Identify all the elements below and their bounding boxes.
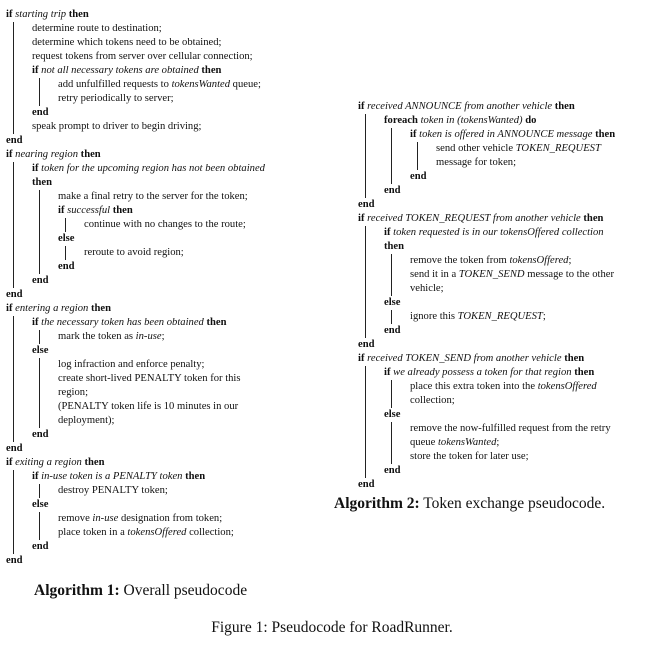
- code-block: if the necessary token has been obtained…: [13, 316, 326, 442]
- code-line: end: [32, 429, 49, 440]
- code-block: if token is offered in ANNOUNCE message …: [391, 128, 658, 184]
- code-block: make a final retry to the server for the…: [39, 190, 326, 274]
- code-line: determine which tokens need to be obtain…: [32, 37, 222, 48]
- code-line: else: [384, 409, 401, 420]
- figure-caption: Figure 1: Pseudocode for RoadRunner.: [211, 619, 453, 636]
- code-line: if token for the upcoming region has not…: [32, 163, 265, 174]
- code-line: mark the token as in-use;: [58, 331, 165, 342]
- code-line: if the necessary token has been obtained…: [32, 317, 227, 328]
- code-line: request tokens from server over cellular…: [32, 51, 253, 62]
- code-line: queue tokensWanted;: [410, 437, 500, 448]
- code-line: if we already possess a token for that r…: [384, 367, 595, 378]
- code-line: else: [32, 345, 49, 356]
- code-line: if received TOKEN_SEND from another vehi…: [358, 353, 585, 364]
- code-line: if received ANNOUNCE from another vehicl…: [358, 101, 575, 112]
- code-line: remove in-use designation from token;: [58, 513, 223, 524]
- code-line: then: [32, 177, 53, 188]
- code-line: end: [358, 199, 375, 210]
- code-line: end: [32, 107, 49, 118]
- code-line: determine route to destination;: [32, 23, 162, 34]
- code-line: place token in a tokensOffered collectio…: [58, 527, 234, 538]
- code-block: place this extra token into the tokensOf…: [391, 380, 658, 408]
- algorithm-2: if received ANNOUNCE from another vehicl…: [358, 100, 658, 492]
- code-block: remove the token from tokensOffered; sen…: [391, 254, 658, 296]
- code-line: make a final retry to the server for the…: [58, 191, 248, 202]
- code-block: mark the token as in-use;: [39, 330, 326, 344]
- code-line: create short-lived PENALTY token for thi…: [58, 373, 241, 384]
- code-block: foreach token in (tokensWanted) do if to…: [365, 114, 658, 198]
- code-line: end: [384, 325, 401, 336]
- code-line: end: [32, 275, 49, 286]
- code-line: place this extra token into the tokensOf…: [410, 381, 597, 392]
- code-line: store the token for later use;: [410, 451, 529, 462]
- code-line: end: [384, 465, 401, 476]
- code-block: destroy PENALTY token;: [39, 484, 326, 498]
- code-line: else: [384, 297, 401, 308]
- code-line: retry periodically to server;: [58, 93, 174, 104]
- code-line: if received TOKEN_REQUEST from another v…: [358, 213, 604, 224]
- code-line: deployment);: [58, 415, 115, 426]
- code-line: send other vehicle TOKEN_REQUEST: [436, 143, 601, 154]
- algorithm-2-caption: Algorithm 2: Token exchange pseudocode.: [334, 495, 606, 512]
- code-line: end: [6, 443, 23, 454]
- code-line: reroute to avoid region;: [84, 247, 184, 258]
- code-line: end: [6, 555, 23, 566]
- code-line: continue with no changes to the route;: [84, 219, 246, 230]
- code-line: message for token;: [436, 157, 517, 168]
- code-line: add unfulfilled requests to tokensWanted…: [58, 79, 261, 90]
- code-block: send other vehicle TOKEN_REQUEST message…: [417, 142, 658, 170]
- code-block: add unfulfilled requests to tokensWanted…: [39, 78, 326, 106]
- code-line: ignore this TOKEN_REQUEST;: [410, 311, 546, 322]
- code-line: end: [32, 541, 49, 552]
- code-block: if in-use token is a PENALTY token then …: [13, 470, 326, 554]
- code-line: if successful then: [58, 205, 133, 216]
- code-block: ignore this TOKEN_REQUEST;: [391, 310, 658, 324]
- code-line: if exiting a region then: [6, 457, 105, 468]
- code-line: end: [410, 171, 427, 182]
- code-line: if nearing region then: [6, 149, 101, 160]
- code-block: log infraction and enforce penalty; crea…: [39, 358, 326, 428]
- code-line: region;: [58, 387, 89, 398]
- code-line: collection;: [410, 395, 455, 406]
- code-line: log infraction and enforce penalty;: [58, 359, 205, 370]
- code-block: if token requested is in our tokensOffer…: [365, 226, 658, 338]
- code-line: vehicle;: [410, 283, 444, 294]
- code-line: destroy PENALTY token;: [58, 485, 168, 496]
- code-line: (PENALTY token life is 10 minutes in our: [58, 401, 239, 412]
- code-line: else: [58, 233, 75, 244]
- code-line: if starting trip then: [6, 9, 89, 20]
- code-line: foreach token in (tokensWanted) do: [384, 115, 537, 126]
- algorithm-1-caption: Algorithm 1: Overall pseudocode: [34, 582, 248, 599]
- code-line: end: [358, 339, 375, 350]
- code-line: then: [384, 241, 405, 252]
- code-block: remove the now-fulfilled request from th…: [391, 422, 658, 464]
- code-line: end: [358, 479, 375, 490]
- code-line: if entering a region then: [6, 303, 111, 314]
- code-block: reroute to avoid region;: [65, 246, 326, 260]
- code-line: end: [6, 289, 23, 300]
- code-line: speak prompt to driver to begin driving;: [32, 121, 202, 132]
- code-line: if not all necessary tokens are obtained…: [32, 65, 222, 76]
- code-line: if in-use token is a PENALTY token then: [32, 471, 206, 482]
- code-line: send it in a TOKEN_SEND message to the o…: [410, 269, 615, 280]
- code-block: remove in-use designation from token; pl…: [39, 512, 326, 540]
- code-block: if token for the upcoming region has not…: [13, 162, 326, 288]
- code-line: remove the token from tokensOffered;: [410, 255, 572, 266]
- algorithm-1: if starting trip then determine route to…: [6, 8, 326, 568]
- code-line: if token requested is in our tokensOffer…: [384, 227, 604, 238]
- code-line: end: [58, 261, 75, 272]
- code-block: continue with no changes to the route;: [65, 218, 326, 232]
- code-line: if token is offered in ANNOUNCE message …: [410, 129, 616, 140]
- code-line: end: [6, 135, 23, 146]
- code-block: determine route to destination; determin…: [13, 22, 326, 134]
- code-line: else: [32, 499, 49, 510]
- code-line: remove the now-fulfilled request from th…: [410, 423, 611, 434]
- code-block: if we already possess a token for that r…: [365, 366, 658, 478]
- code-line: end: [384, 185, 401, 196]
